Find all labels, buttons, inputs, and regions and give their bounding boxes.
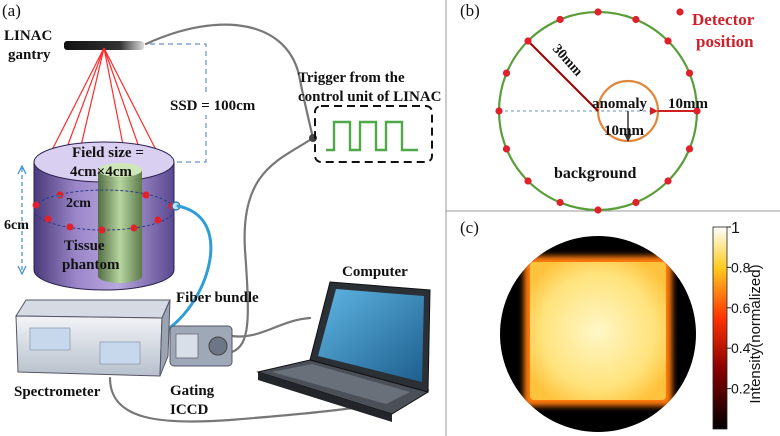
legend-detector-marker — [676, 8, 684, 16]
radiation-beams — [51, 47, 157, 151]
detector-ring — [495, 8, 701, 214]
ssd-label-bg — [168, 95, 274, 115]
detector-marker — [664, 177, 672, 185]
anomaly-radius-arrowhead — [624, 134, 632, 142]
ssd-label: SSD = 100cm — [170, 98, 256, 114]
offset-arrowhead — [650, 107, 658, 115]
colorbar — [712, 226, 728, 430]
iccd-camera — [169, 325, 233, 367]
panel-c: (c) 1 0.8 0.6 0.4 0.2 Intensity(normalized) — [460, 218, 764, 432]
detector-marker — [502, 69, 511, 77]
detector-marker — [524, 37, 532, 45]
background-label: background — [554, 165, 637, 182]
trigger-label-1: Trigger from the — [298, 70, 405, 86]
panel-b: (b) Detector position 30mm anomaly 10mm … — [460, 1, 755, 214]
fiber-bundle-label: Fiber bundle — [176, 290, 259, 306]
linac-label: LINAC — [4, 28, 52, 44]
trigger-box — [314, 105, 433, 163]
detector-marker — [685, 69, 694, 77]
anomaly-label: anomaly — [592, 96, 648, 112]
panel-label-a: (a) — [2, 1, 21, 20]
laptop-computer — [256, 281, 431, 422]
legend-label-2: position — [696, 32, 754, 51]
trigger-pulse-waveform — [326, 120, 418, 152]
colorbar-tick-label: 0.2 — [731, 381, 751, 397]
tissue-phantom — [33, 141, 175, 291]
panel-a: (a) LINAC gantry SSD = 100cm — [2, 1, 441, 423]
dose-image — [524, 256, 672, 406]
spectrometer-device — [15, 299, 171, 377]
colorbar-tick-label: 0.8 — [731, 259, 751, 275]
field-size-label-2: 4cm×4cm — [70, 164, 132, 180]
detector-marker — [556, 198, 564, 207]
dim-2cm-label: 2cm — [66, 196, 91, 211]
gantry-label: gantry — [8, 47, 51, 63]
detector-marker — [632, 15, 640, 24]
detector-marker — [664, 37, 672, 45]
ssd-bracket — [150, 43, 207, 163]
colorbar-tick-label: 0.4 — [731, 340, 751, 356]
gating-label: Gating — [170, 383, 215, 399]
phantom-label: phantom — [62, 257, 120, 273]
colorbar-label: Intensity(normalized) — [747, 264, 764, 403]
dim-6cm-label: 6cm — [4, 218, 29, 233]
detector-marker — [502, 145, 511, 153]
panel-label-c: (c) — [460, 218, 479, 237]
anomaly-size-label: 10mm — [604, 123, 644, 139]
detector-marker — [495, 107, 503, 115]
iccd-label: ICCD — [170, 402, 209, 418]
detector-marker — [693, 107, 701, 115]
detector-marker — [594, 206, 602, 214]
dim-6cm-arrow — [17, 164, 27, 276]
legend-label-1: Detector — [692, 10, 755, 29]
detector-marker — [632, 198, 640, 207]
panel-label-b: (b) — [460, 1, 480, 20]
tissue-label: Tissue — [64, 238, 105, 254]
trigger-label-2: control unit of LINAC — [298, 89, 441, 105]
computer-label: Computer — [342, 264, 408, 280]
detector-marker — [594, 8, 602, 16]
colorbar-ticks: 1 0.8 0.6 0.4 0.2 — [727, 220, 751, 397]
detector-marker — [685, 145, 694, 153]
spectrometer-label: Spectrometer — [14, 384, 101, 400]
colorbar-tick-label: 0.6 — [731, 300, 751, 316]
offset-label: 10mm — [668, 96, 708, 112]
detector-marker — [524, 177, 532, 185]
field-size-label-1: Field size = — [72, 145, 144, 161]
radius-label: 30mm — [549, 42, 585, 80]
colorbar-tick-label: 1 — [731, 220, 740, 237]
linac-gantry-head — [64, 41, 144, 50]
radius-line — [527, 40, 599, 112]
detector-marker — [556, 15, 564, 24]
